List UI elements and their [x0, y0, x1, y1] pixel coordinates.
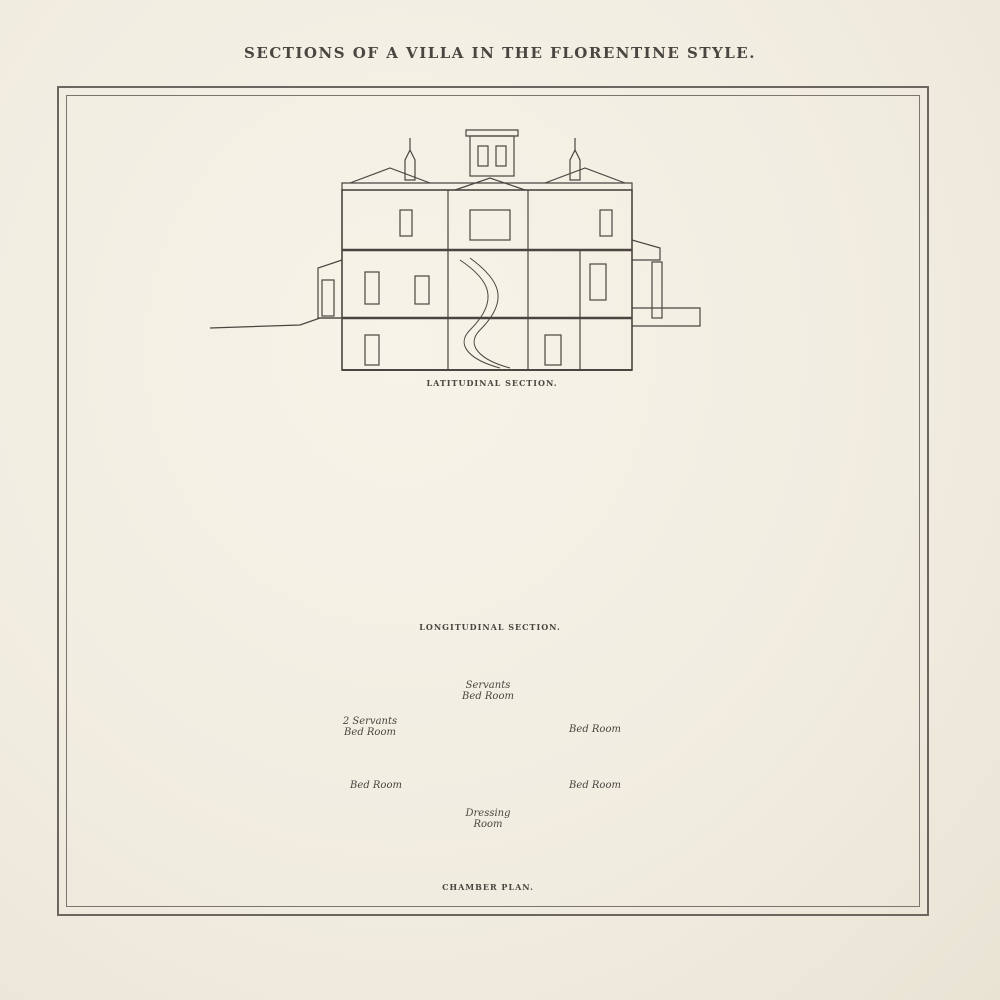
- latitudinal-section-label: LATITUDINAL SECTION.: [426, 378, 558, 388]
- room-dressing-room: Dressing Room: [448, 808, 528, 830]
- plate-title: SECTIONS OF A VILLA IN THE FLORENTINE ST…: [244, 44, 756, 62]
- chamber-plan-label: CHAMBER PLAN.: [442, 882, 534, 892]
- room-bed-room-bottom-left: Bed Room: [350, 780, 402, 791]
- room-label-line: Servants: [465, 680, 511, 691]
- room-label-line: Room: [473, 819, 503, 830]
- room-label-line: Dressing: [465, 808, 511, 819]
- room-label-line: Bed Room: [344, 727, 396, 738]
- room-label-line: Bed Room: [462, 691, 514, 702]
- longitudinal-section-label: LONGITUDINAL SECTION.: [419, 622, 561, 632]
- room-servants-bed-room-top: Servants Bed Room: [448, 680, 528, 702]
- room-servants-bed-room-left: 2 Servants Bed Room: [330, 716, 410, 738]
- latitudinal-section: [209, 129, 701, 371]
- room-bed-room-top-right: Bed Room: [569, 724, 621, 735]
- outer-border: [57, 86, 929, 916]
- inner-border: [66, 95, 920, 907]
- room-label-line: 2 Servants: [342, 716, 398, 727]
- room-bed-room-bottom-right: Bed Room: [569, 780, 621, 791]
